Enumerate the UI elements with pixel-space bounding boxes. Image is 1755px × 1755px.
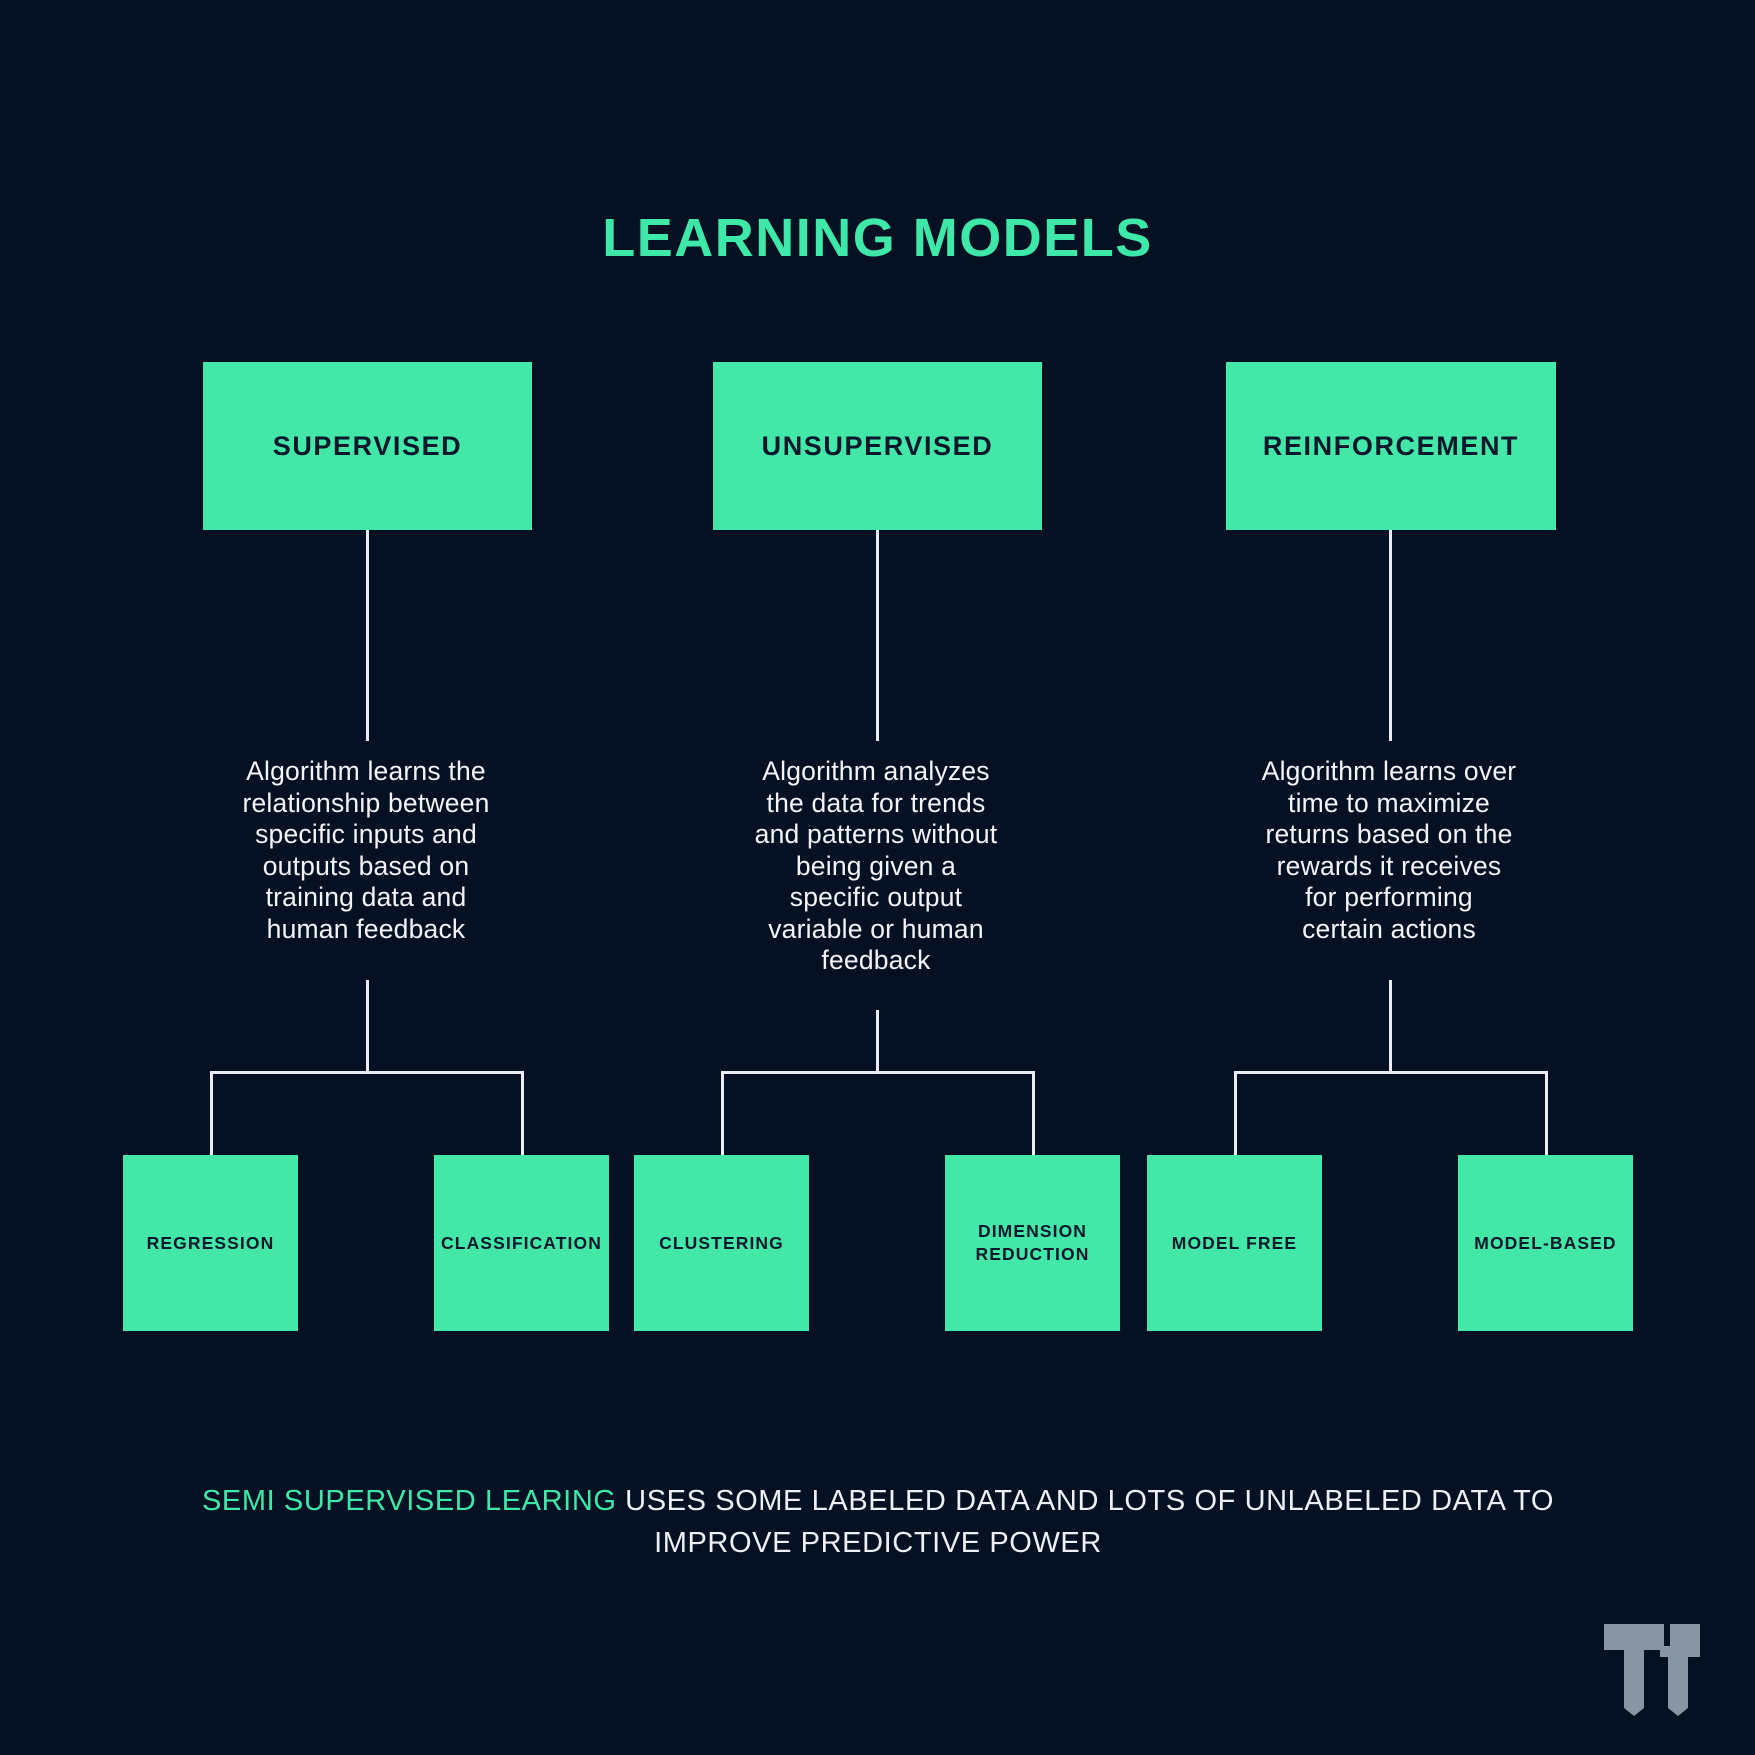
category-description-unsupervised: Algorithm analyzes the data for trends a… xyxy=(754,756,998,975)
category-label: SUPERVISED xyxy=(272,430,463,461)
connector-leg-regression xyxy=(210,1071,213,1157)
connector-bar-supervised xyxy=(210,1071,524,1074)
leaf-box-dimension-reduction[interactable]: DIMENSION REDUCTION xyxy=(945,1155,1120,1331)
category-label: UNSUPERVISED xyxy=(761,430,994,461)
footer-rest: USES SOME LABELED DATA AND LOTS OF UNLAB… xyxy=(616,1485,1555,1559)
tt-logo xyxy=(1604,1624,1700,1717)
leaf-box-model-based[interactable]: MODEL-BASED xyxy=(1458,1155,1633,1331)
connector-leg-clustering xyxy=(721,1071,724,1157)
page-title: LEARNING MODELS xyxy=(602,208,1153,268)
leaf-box-model-free[interactable]: MODEL FREE xyxy=(1147,1155,1322,1331)
connector-stem-unsupervised xyxy=(876,1010,879,1073)
leaf-box-classification[interactable]: CLASSIFICATION xyxy=(434,1155,609,1331)
leaf-label: CLUSTERING xyxy=(659,1232,784,1253)
category-box-unsupervised[interactable]: UNSUPERVISED xyxy=(713,362,1042,530)
connector-leg-dimension-reduction xyxy=(1032,1071,1035,1157)
connector-stem-supervised xyxy=(366,980,369,1073)
category-label: REINFORCEMENT xyxy=(1262,430,1520,461)
category-description-reinforcement: Algorithm learns over time to maximize r… xyxy=(1261,756,1517,944)
footer-caption: SEMI SUPERVISED LEARING USES SOME LABELE… xyxy=(178,1480,1578,1564)
leaf-box-regression[interactable]: REGRESSION xyxy=(123,1155,298,1331)
connector-line-unsupervised xyxy=(876,530,879,741)
category-box-supervised[interactable]: SUPERVISED xyxy=(203,362,532,530)
connector-leg-model-based xyxy=(1545,1071,1548,1157)
connector-bar-reinforcement xyxy=(1234,1071,1548,1074)
category-box-reinforcement[interactable]: REINFORCEMENT xyxy=(1226,362,1556,530)
connector-leg-classification xyxy=(521,1071,524,1157)
leaf-label: DIMENSION REDUCTION xyxy=(975,1221,1090,1264)
leaf-label: MODEL FREE xyxy=(1171,1232,1298,1253)
category-description-supervised: Algorithm learns the relationship betwee… xyxy=(242,756,490,944)
leaf-label: MODEL-BASED xyxy=(1474,1232,1617,1253)
connector-leg-model-free xyxy=(1234,1071,1237,1157)
leaf-box-clustering[interactable]: CLUSTERING xyxy=(634,1155,809,1331)
footer-highlight: SEMI SUPERVISED LEARING xyxy=(201,1485,617,1517)
leaf-label: CLASSIFICATION xyxy=(441,1232,602,1253)
connector-line-reinforcement xyxy=(1389,530,1392,741)
connector-line-supervised xyxy=(366,530,369,741)
connector-stem-reinforcement xyxy=(1389,980,1392,1073)
connector-bar-unsupervised xyxy=(721,1071,1035,1074)
leaf-label: REGRESSION xyxy=(146,1232,275,1253)
